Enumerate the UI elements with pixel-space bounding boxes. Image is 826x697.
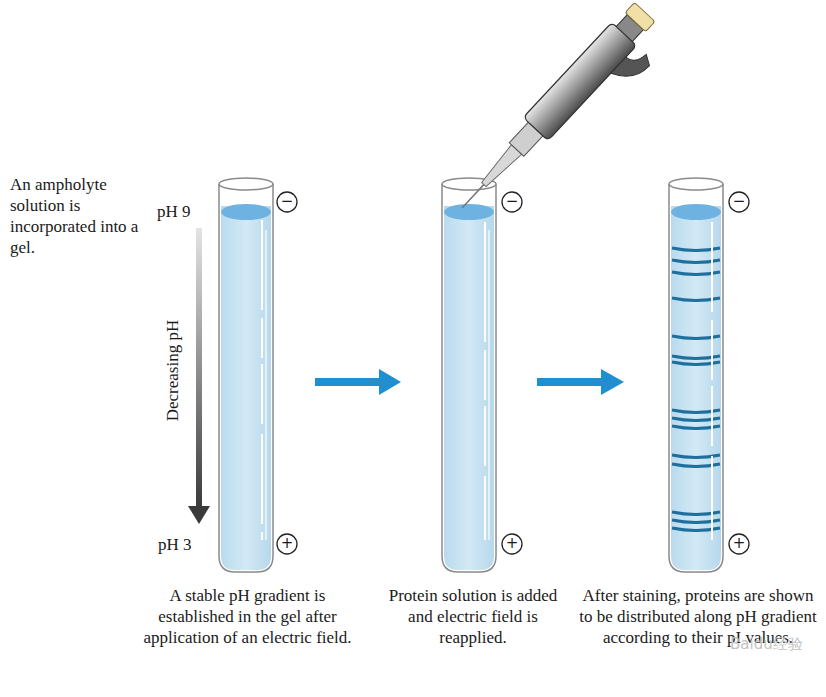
polarity-sign: + bbox=[504, 536, 520, 551]
note-text: An ampholyte solution is incorporated in… bbox=[10, 174, 150, 258]
polarity-sign: + bbox=[731, 536, 747, 551]
polarity-sign: − bbox=[279, 194, 295, 209]
ph-label: pH 3 bbox=[158, 534, 218, 555]
ph-label: pH 9 bbox=[157, 201, 217, 222]
watermark: Baidu经验 bbox=[730, 634, 803, 655]
polarity-sign: − bbox=[731, 194, 747, 209]
polarity-sign: + bbox=[279, 536, 295, 551]
axis-label: Decreasing pH bbox=[163, 319, 184, 421]
step-caption: Protein solution is added and electric f… bbox=[378, 585, 568, 648]
polarity-sign: − bbox=[504, 194, 520, 209]
step-caption: A stable pH gradient is established in t… bbox=[140, 585, 355, 648]
